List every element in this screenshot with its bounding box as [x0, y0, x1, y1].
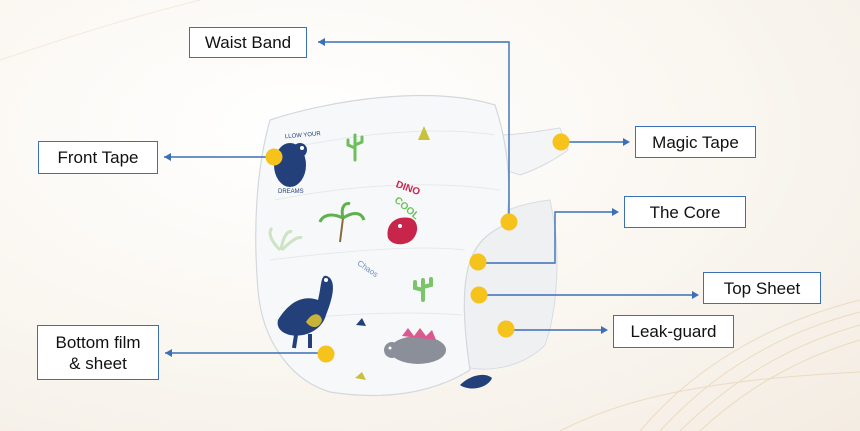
print-cactus-green: [413, 277, 433, 302]
marker-front-tape: [265, 148, 283, 166]
label-waist-band: Waist Band: [189, 27, 307, 58]
label-magic-tape: Magic Tape: [635, 126, 756, 158]
label-bottom-film: Bottom film & sheet: [37, 325, 159, 380]
print-grey-dino: [384, 328, 446, 364]
leader-the-core: [478, 211, 617, 264]
marker-bottom-film: [317, 345, 335, 363]
marker-magic-tape: [552, 133, 570, 151]
arrow-the-core: [612, 208, 619, 216]
label-front-tape: Front Tape: [38, 141, 158, 174]
marker-leak-guard: [497, 320, 515, 338]
print-small-dinos: [355, 318, 492, 389]
print-blue-dino-top: [274, 143, 307, 187]
arrow-waist-band: [318, 38, 325, 46]
print-dreams: DREAMS: [278, 189, 304, 195]
marker-the-core: [469, 253, 487, 271]
leader-lines: [164, 41, 697, 354]
print-blue-dino-large: [277, 275, 333, 349]
marker-waist-band: [500, 213, 518, 231]
label-top-sheet: Top Sheet: [703, 272, 821, 304]
arrow-front-tape: [164, 153, 171, 161]
marker-dots: [265, 133, 570, 363]
print-cactus-top: [346, 133, 364, 162]
print-red-dino: [387, 217, 418, 245]
print-follow-your: LLOW YOUR: [285, 131, 322, 140]
magic-tape-tab: [499, 127, 569, 176]
arrow-leak-guard: [601, 326, 608, 334]
label-the-core: The Core: [624, 196, 746, 228]
leader-waist-band: [318, 41, 510, 222]
arrow-bottom-film: [165, 349, 172, 357]
label-leak-guard: Leak-guard: [613, 315, 734, 348]
arrow-top-sheet: [692, 291, 699, 299]
marker-top-sheet: [470, 286, 488, 304]
print-palm-tree: [318, 202, 366, 243]
arrowheads: [164, 38, 699, 357]
print-faded-palm: [268, 226, 303, 252]
print-leaf: [418, 126, 430, 140]
arrow-magic-tape: [623, 138, 630, 146]
